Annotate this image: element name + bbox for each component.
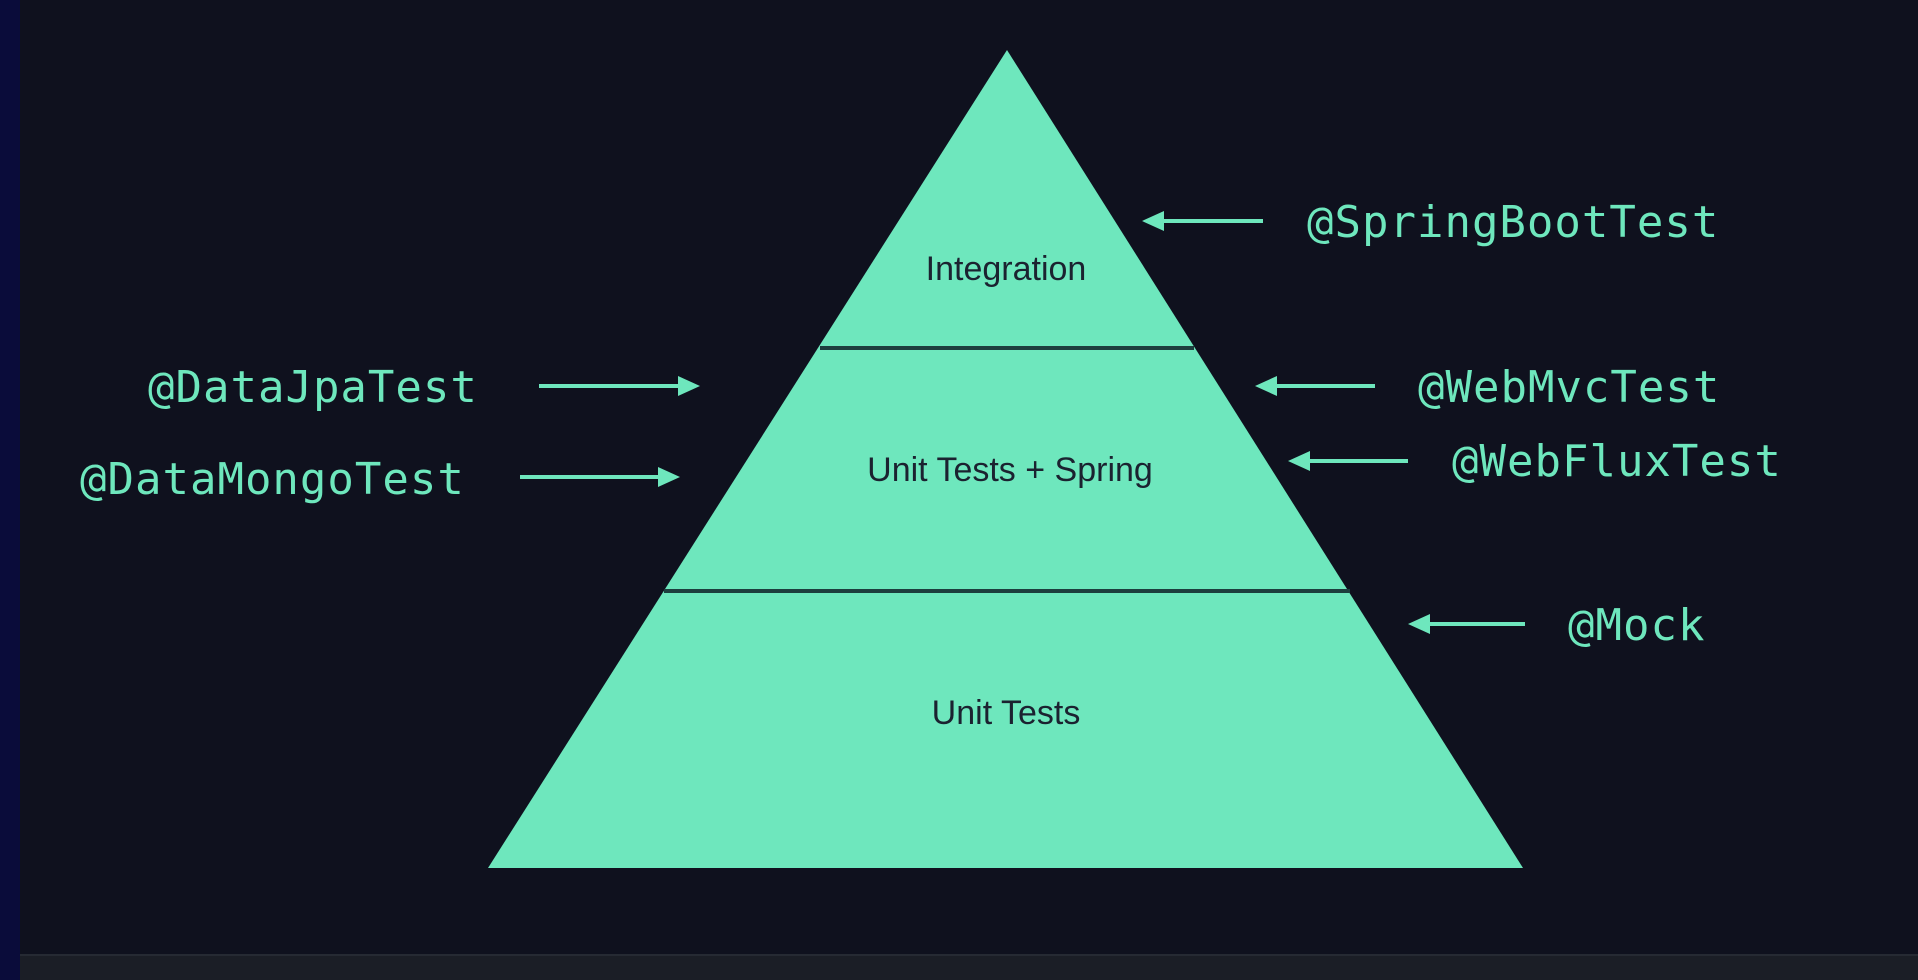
annotation-data-jpa-test: @DataJpaTest (148, 362, 478, 413)
layer-label-unit-tests: Unit Tests (932, 694, 1081, 732)
arrow-spring-boot-test (1142, 211, 1263, 231)
annotation-web-flux-test: @WebFluxTest (1452, 436, 1782, 487)
arrow-web-flux-test (1288, 451, 1408, 471)
layer-label-unit-tests-spring: Unit Tests + Spring (867, 451, 1153, 489)
annotation-web-mvc-test: @WebMvcTest (1418, 362, 1720, 413)
arrow-mock (1408, 614, 1525, 634)
layer-label-integration: Integration (926, 250, 1087, 288)
annotation-mock: @Mock (1568, 600, 1705, 651)
bottom-bar (20, 954, 1918, 980)
annotation-data-mongo-test: @DataMongoTest (80, 454, 465, 505)
left-edge-strip (0, 0, 20, 980)
arrow-web-mvc-test (1255, 376, 1375, 396)
pyramid-shape (488, 50, 1523, 868)
arrow-data-jpa-test (539, 376, 700, 396)
annotation-spring-boot-test: @SpringBootTest (1307, 197, 1719, 248)
arrow-data-mongo-test (520, 467, 680, 487)
